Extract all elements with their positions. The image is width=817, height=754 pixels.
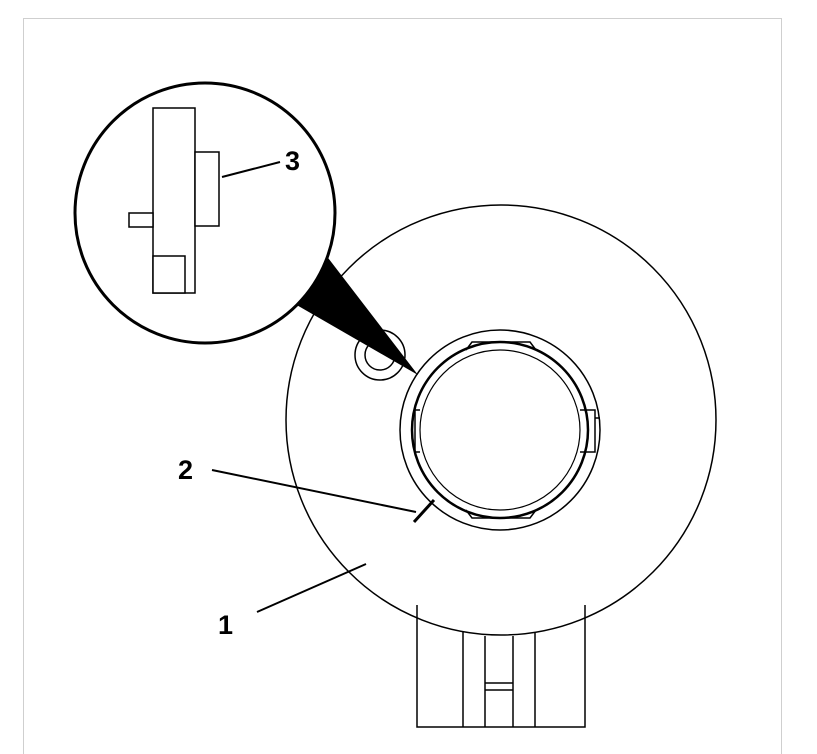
leader-lines [211, 161, 417, 613]
figure-frame [23, 18, 782, 754]
callout-1: 1 [218, 610, 233, 640]
sensor-body [285, 204, 717, 636]
detail-pointer [288, 250, 418, 375]
connector-housing [416, 605, 586, 728]
central-bore [399, 329, 601, 531]
leader-line-1 [256, 563, 367, 613]
callout-2: 2 [178, 455, 193, 485]
leader-line-2 [211, 469, 417, 513]
leader-line-3 [221, 161, 281, 178]
leader-2-tick [412, 498, 436, 524]
callout-3: 3 [285, 146, 300, 176]
detail-clip-profile [128, 107, 220, 294]
